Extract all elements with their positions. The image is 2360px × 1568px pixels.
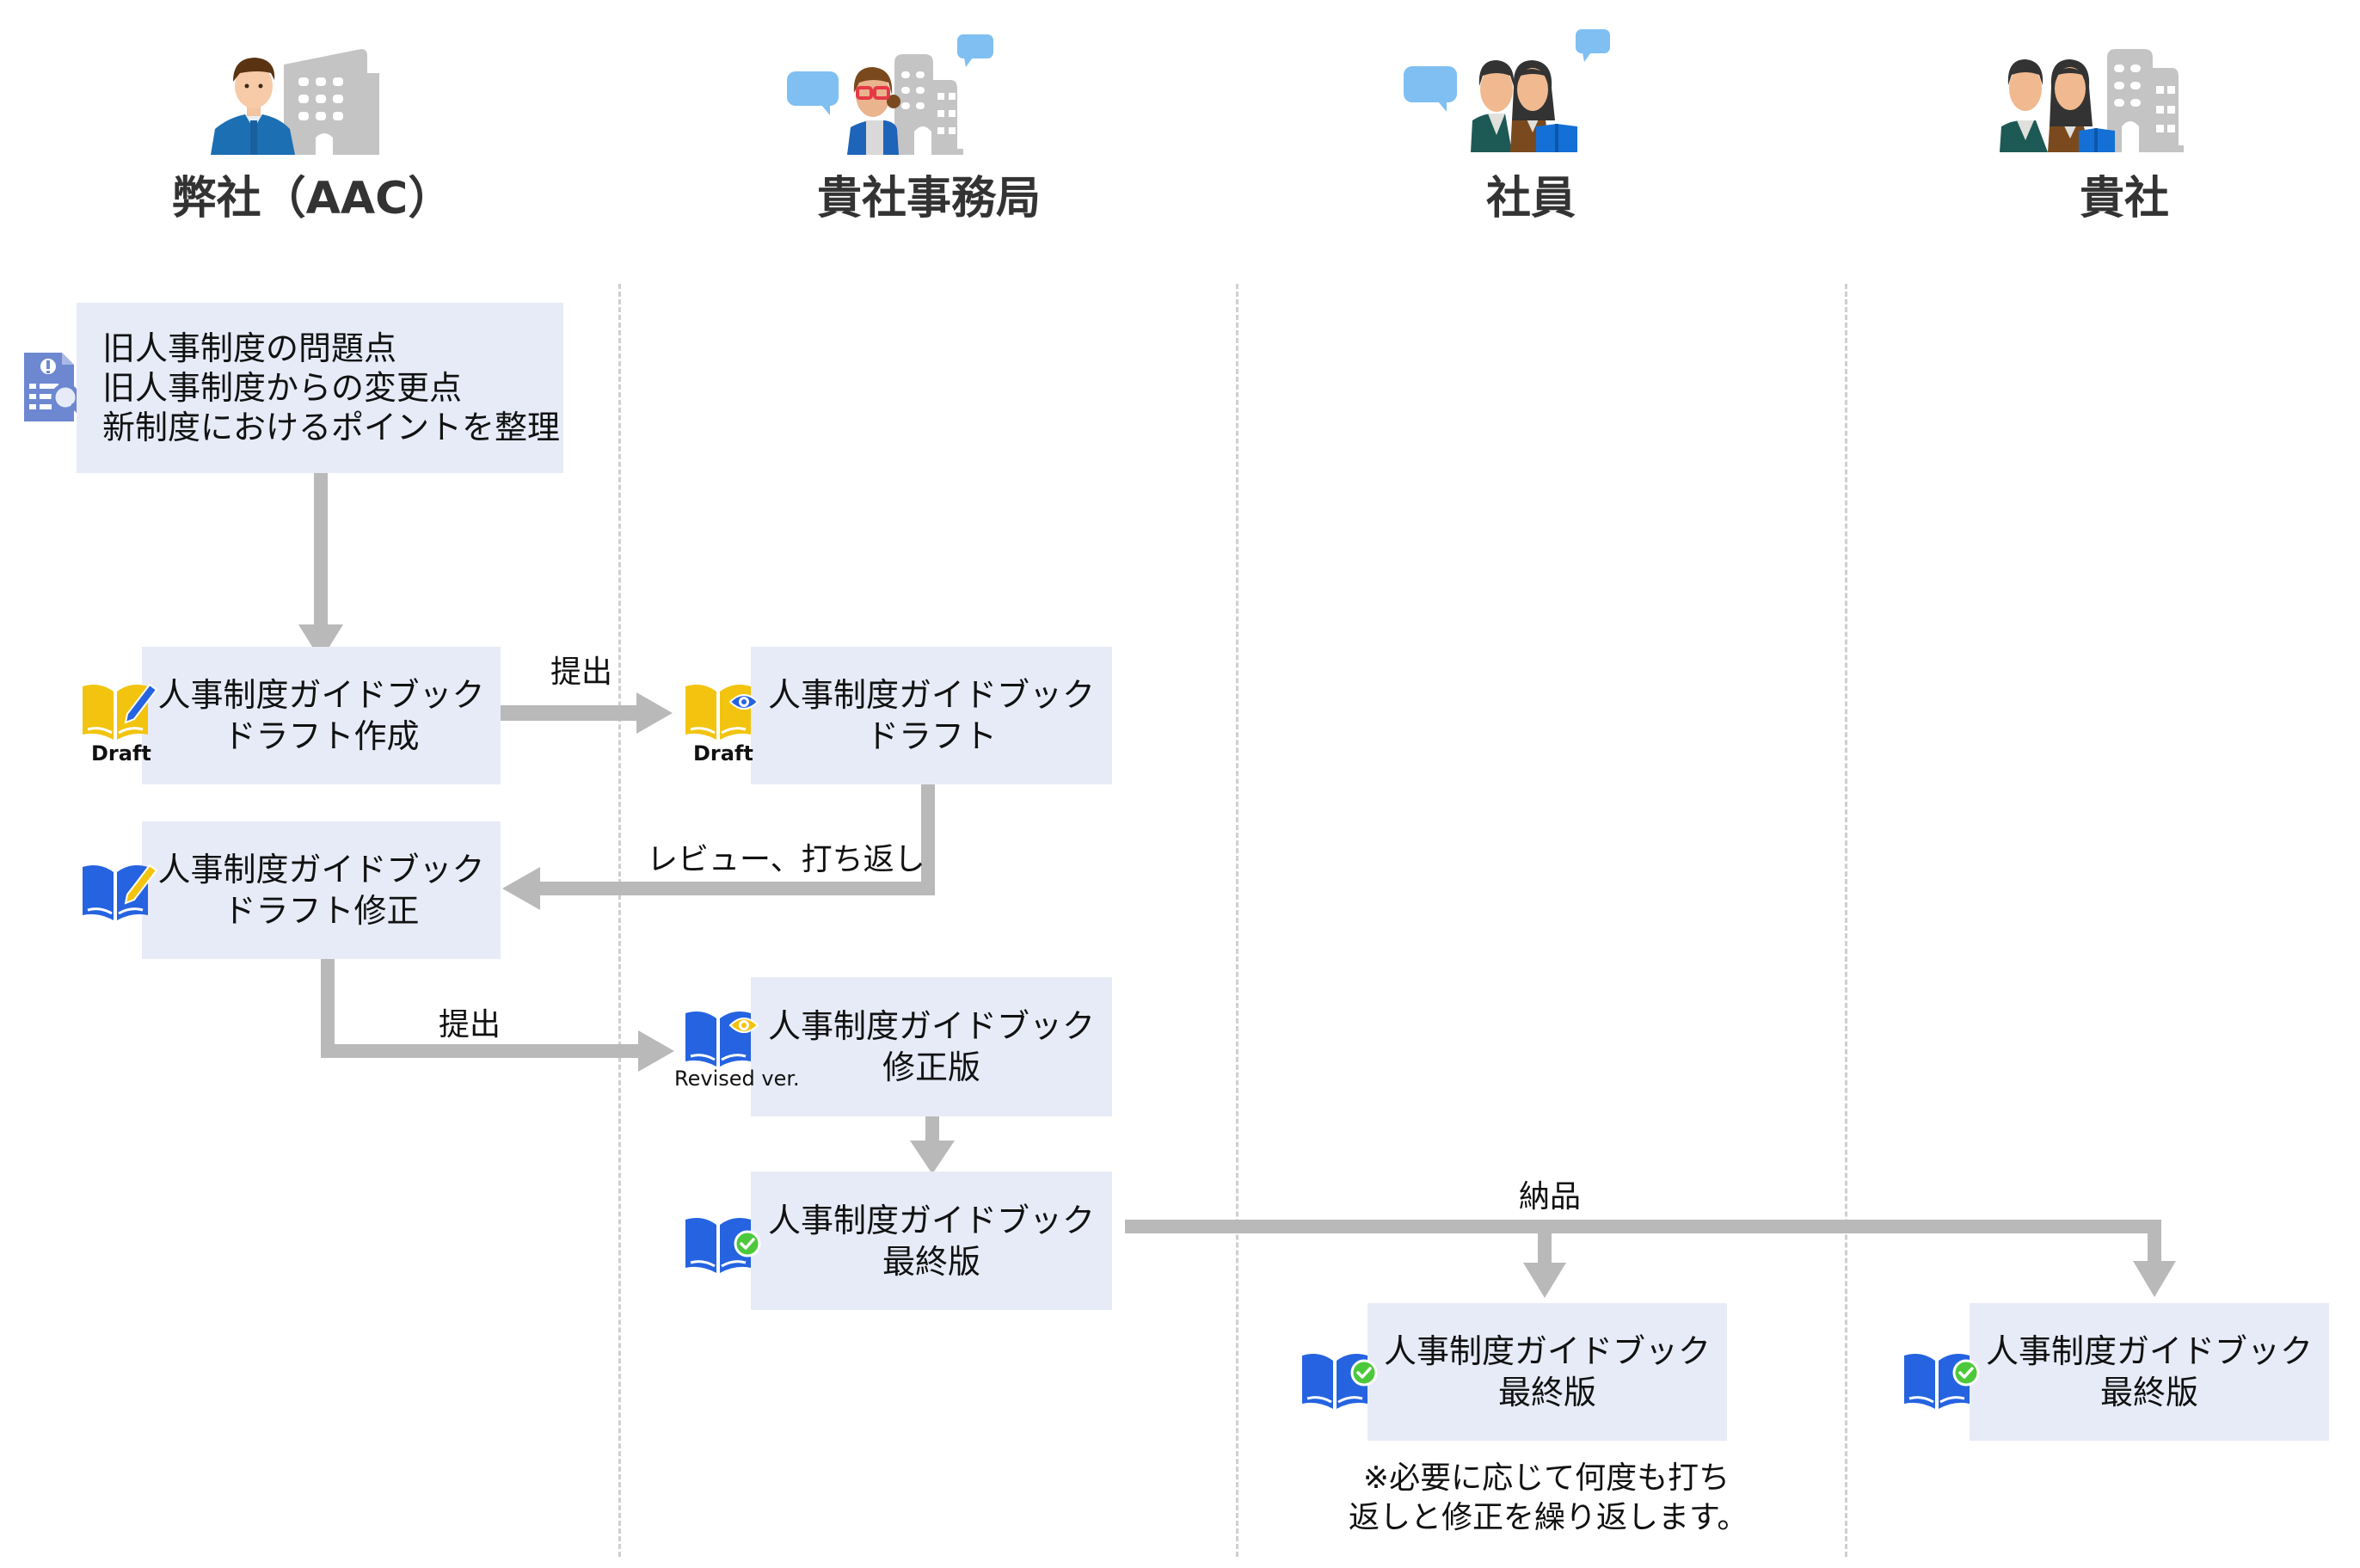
draft-caption: Draft — [91, 741, 151, 766]
arrow-organize-to-draft — [298, 473, 343, 661]
step-draft-create-line-1: 人事制度ガイドブック — [157, 676, 485, 714]
lane-header-secretariat: 貴社事務局 — [816, 173, 1041, 224]
lane-header-employees: 社員 — [1485, 173, 1576, 224]
step-revised-line-1: 人事制度ガイドブック — [767, 1007, 1095, 1045]
lane-header-company: 貴社 — [2079, 173, 2169, 224]
book-view-icon — [685, 1012, 759, 1067]
step-final-line-1: 人事制度ガイドブック — [767, 1201, 1095, 1239]
step-draft-review-line-1: 人事制度ガイドブック — [767, 676, 1095, 714]
step-draft-fix-line-2: ドラフト修正 — [223, 892, 420, 930]
lane-divider-1 — [618, 284, 621, 1557]
step-final-line-2: 最終版 — [882, 1242, 980, 1281]
arrow-label-submit-1: 提出 — [550, 655, 613, 690]
book-view-icon — [685, 685, 759, 740]
lane-divider-3 — [1845, 284, 1847, 1557]
arrow-deliver — [1125, 1220, 2176, 1298]
lane-header-aac: 弊社（AAC） — [171, 173, 453, 224]
step-draft-review: 人事制度ガイドブック ドラフト — [751, 647, 1112, 784]
step-organize-line-3: 新制度におけるポイントを整理 — [102, 409, 561, 446]
arrow-review-return — [502, 784, 935, 910]
step-revised-line-2: 修正版 — [882, 1048, 980, 1086]
consultant-with-building-icon — [211, 49, 379, 155]
step-final-employees-line-2: 最終版 — [1497, 1374, 1596, 1411]
arrow-label-submit-2: 提出 — [439, 1007, 501, 1042]
revised-caption: Revised ver. — [674, 1067, 800, 1091]
step-final-version: 人事制度ガイドブック 最終版 — [751, 1171, 1112, 1310]
step-organize-line-2: 旧人事制度からの変更点 — [102, 369, 463, 407]
step-final-company-line-2: 最終版 — [2099, 1374, 2198, 1411]
step-organize-line-1: 旧人事制度の問題点 — [102, 329, 397, 367]
step-final-company: 人事制度ガイドブック 最終版 — [1970, 1303, 2329, 1441]
employees-with-building-icon — [2000, 49, 2184, 152]
repeat-note-line-1: ※必要に応じて何度も打ち — [1362, 1460, 1730, 1496]
repeat-note: ※必要に応じて何度も打ち 返しと修正を繰り返します。 — [1349, 1459, 1748, 1538]
book-check-icon — [1904, 1354, 1980, 1409]
step-organize-issues: 旧人事制度の問題点 旧人事制度からの変更点 新制度におけるポイントを整理 — [77, 303, 563, 473]
book-edit-icon — [83, 864, 158, 920]
secretariat-with-building-and-speech-icon — [787, 34, 993, 155]
arrow-label-deliver: 納品 — [1519, 1179, 1582, 1214]
lane-divider-2 — [1236, 284, 1238, 1557]
step-draft-fix: 人事制度ガイドブック ドラフト修正 — [142, 821, 501, 959]
arrow-submit-revised — [321, 959, 674, 1072]
step-draft-review-line-2: ドラフト — [865, 717, 997, 755]
step-final-company-line-1: 人事制度ガイドブック — [1985, 1332, 2313, 1370]
arrow-label-review: レビュー、打ち返し — [647, 842, 925, 877]
arrow-submit-draft — [501, 692, 673, 734]
book-edit-icon — [83, 683, 158, 740]
employees-with-speech-icon — [1404, 29, 1610, 152]
book-check-icon — [685, 1218, 761, 1273]
step-final-employees-line-1: 人事制度ガイドブック — [1383, 1332, 1711, 1370]
step-draft-create: 人事制度ガイドブック ドラフト作成 — [142, 647, 501, 784]
book-check-icon — [1302, 1354, 1378, 1409]
step-revised-version: 人事制度ガイドブック 修正版 — [751, 977, 1112, 1116]
repeat-note-line-2: 返しと修正を繰り返します。 — [1349, 1500, 1748, 1535]
draft-review-caption: Draft — [693, 741, 753, 766]
step-draft-fix-line-1: 人事制度ガイドブック — [157, 851, 485, 889]
step-draft-create-line-2: ドラフト作成 — [223, 717, 420, 755]
step-final-employees: 人事制度ガイドブック 最終版 — [1367, 1303, 1727, 1441]
arrow-revised-to-final — [910, 1116, 955, 1174]
